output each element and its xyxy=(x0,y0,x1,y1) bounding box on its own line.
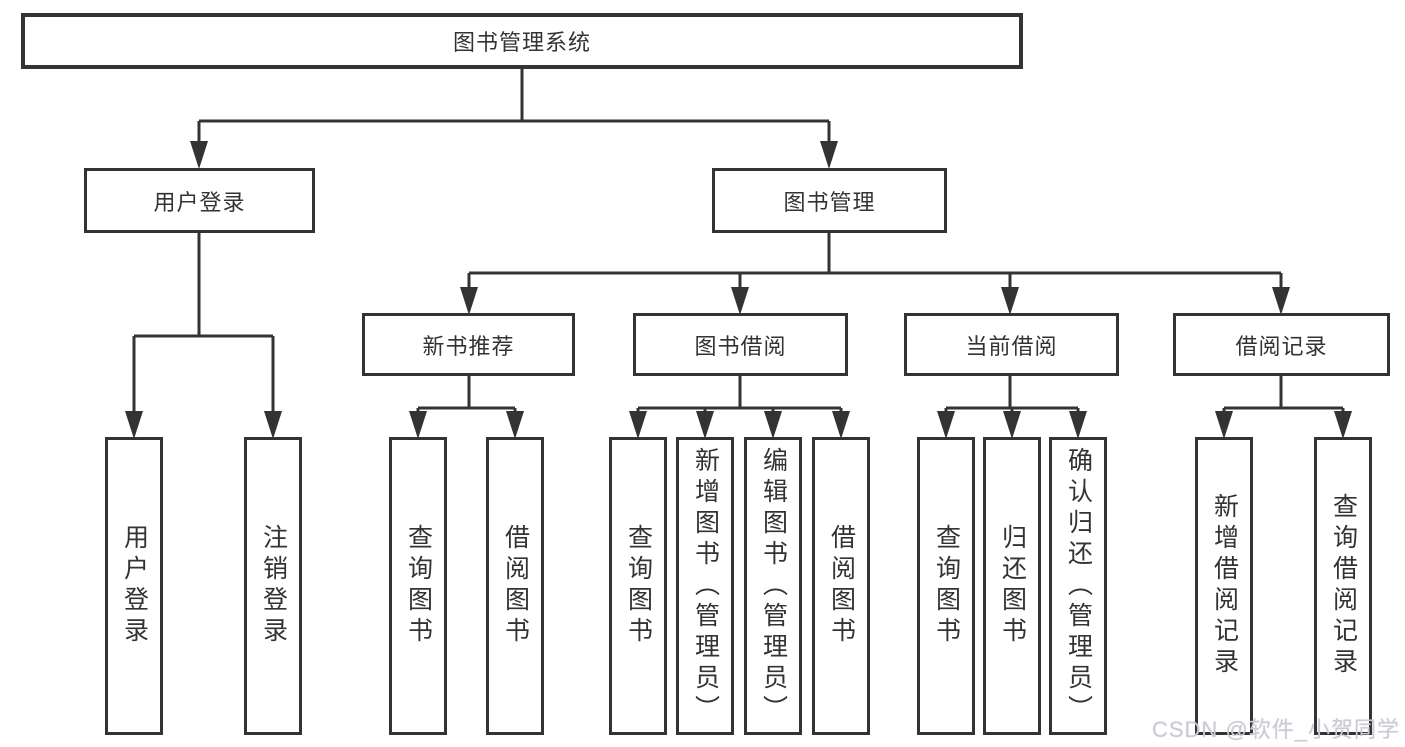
leaf-nbr-query-books: 查询图书 xyxy=(389,437,447,735)
node-label: 查询图书 xyxy=(932,524,961,648)
leaf-cb-return-books: 归还图书 xyxy=(983,437,1041,735)
node-label: 图书管理 xyxy=(783,189,876,215)
node-label: 注销登录 xyxy=(259,524,288,648)
node-book-management: 图书管理 xyxy=(712,168,947,233)
node-label: 用户登录 xyxy=(153,189,246,215)
leaf-cb-confirm-return-admin: 确认归还（管理员） xyxy=(1049,437,1107,735)
node-label: 新书推荐 xyxy=(422,333,515,359)
leaf-logout-login: 注销登录 xyxy=(244,437,302,735)
leaf-br-add-borrow-record: 新增借阅记录 xyxy=(1195,437,1253,735)
node-label: 确认归还（管理员） xyxy=(1064,446,1093,726)
node-root-system: 图书管理系统 xyxy=(21,13,1023,69)
node-label: 借阅记录 xyxy=(1235,333,1328,359)
node-label: 图书管理系统 xyxy=(452,30,591,55)
node-borrow-records: 借阅记录 xyxy=(1173,313,1390,376)
node-label: 借阅图书 xyxy=(827,524,856,648)
leaf-bb-borrow-books: 借阅图书 xyxy=(812,437,870,735)
arrowhead-icons xyxy=(125,141,1352,439)
node-label: 查询图书 xyxy=(404,524,433,648)
node-label: 查询图书 xyxy=(624,524,653,648)
leaf-br-query-borrow-record: 查询借阅记录 xyxy=(1314,437,1372,735)
node-label: 借阅图书 xyxy=(501,524,530,648)
node-label: 当前借阅 xyxy=(965,333,1058,359)
leaf-bb-edit-books-admin: 编辑图书（管理员） xyxy=(744,437,802,735)
node-label: 查询借阅记录 xyxy=(1329,493,1358,679)
node-book-borrow: 图书借阅 xyxy=(633,313,848,376)
node-label: 新增图书（管理员） xyxy=(691,446,720,726)
leaf-nbr-borrow-books: 借阅图书 xyxy=(486,437,544,735)
node-new-book-recommend: 新书推荐 xyxy=(362,313,575,376)
leaf-bb-add-books-admin: 新增图书（管理员） xyxy=(676,437,734,735)
node-current-borrow: 当前借阅 xyxy=(904,313,1119,376)
csdn-watermark: CSDN @软件_小贺同学 xyxy=(1151,717,1400,742)
node-label: 新增借阅记录 xyxy=(1210,493,1239,679)
leaf-user-login: 用户登录 xyxy=(105,437,163,735)
leaf-cb-query-books: 查询图书 xyxy=(917,437,975,735)
node-label: 编辑图书（管理员） xyxy=(759,446,788,726)
node-user-login: 用户登录 xyxy=(84,168,315,233)
node-label: 图书借阅 xyxy=(694,333,787,359)
leaf-bb-query-books: 查询图书 xyxy=(609,437,667,735)
node-label: 用户登录 xyxy=(120,524,149,648)
node-label: 归还图书 xyxy=(998,524,1027,648)
